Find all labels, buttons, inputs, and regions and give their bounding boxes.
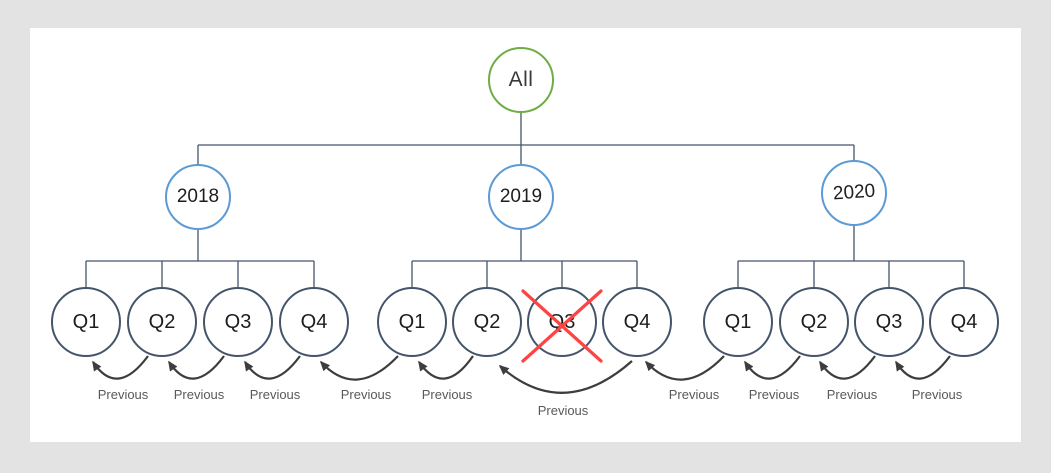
- node-2019-label: 2019: [499, 186, 543, 207]
- node-2019-q3: Q3: [527, 287, 597, 357]
- previous-arrow-label: Previous: [97, 387, 149, 402]
- node-2019-q2: Q2: [452, 287, 522, 357]
- previous-arrow-label: Previous: [340, 387, 392, 402]
- previous-arrow-label: Previous: [668, 387, 720, 402]
- node-2020-q1-label: Q1: [724, 310, 752, 333]
- node-2018-q2: Q2: [127, 287, 197, 357]
- previous-arrow-label: Previous: [421, 387, 473, 402]
- previous-arrow-label: Previous: [748, 387, 800, 402]
- node-2019-q4: Q4: [602, 287, 672, 357]
- node-2020-q4-label: Q4: [950, 310, 978, 333]
- node-2018-q3-label: Q3: [224, 310, 252, 333]
- node-2020-q2-label: Q2: [800, 310, 828, 333]
- node-2018-q1-label: Q1: [72, 310, 100, 333]
- node-2018-q1: Q1: [51, 287, 121, 357]
- node-2018-q4: Q4: [279, 287, 349, 357]
- node-all: All: [488, 47, 554, 113]
- node-all-label: All: [508, 68, 534, 91]
- node-2018-q3: Q3: [203, 287, 273, 357]
- previous-arrow-label: Previous: [249, 387, 301, 402]
- node-2020-q3: Q3: [854, 287, 924, 357]
- node-2018-label: 2018: [176, 186, 220, 207]
- previous-arrow-label: Previous: [537, 403, 589, 418]
- node-2019-q1-label: Q1: [398, 310, 426, 333]
- node-2020-q1: Q1: [703, 287, 773, 357]
- node-2018: 2018: [165, 164, 231, 230]
- node-2020-q2: Q2: [779, 287, 849, 357]
- previous-arrow-label: Previous: [911, 387, 963, 402]
- node-2020: 2020: [821, 160, 887, 226]
- previous-arrow-label: Previous: [173, 387, 225, 402]
- node-2020-label: 2020: [832, 180, 876, 205]
- node-2020-q3-label: Q3: [875, 310, 903, 333]
- node-2019-q3-label: Q3: [548, 310, 576, 333]
- node-2019-q2-label: Q2: [473, 310, 501, 333]
- node-2019-q1: Q1: [377, 287, 447, 357]
- node-2019-q4-label: Q4: [623, 310, 651, 333]
- node-2020-q4: Q4: [929, 287, 999, 357]
- node-2019: 2019: [488, 164, 554, 230]
- node-2018-q4-label: Q4: [300, 310, 328, 333]
- node-2018-q2-label: Q2: [148, 310, 176, 333]
- previous-arrow-label: Previous: [826, 387, 878, 402]
